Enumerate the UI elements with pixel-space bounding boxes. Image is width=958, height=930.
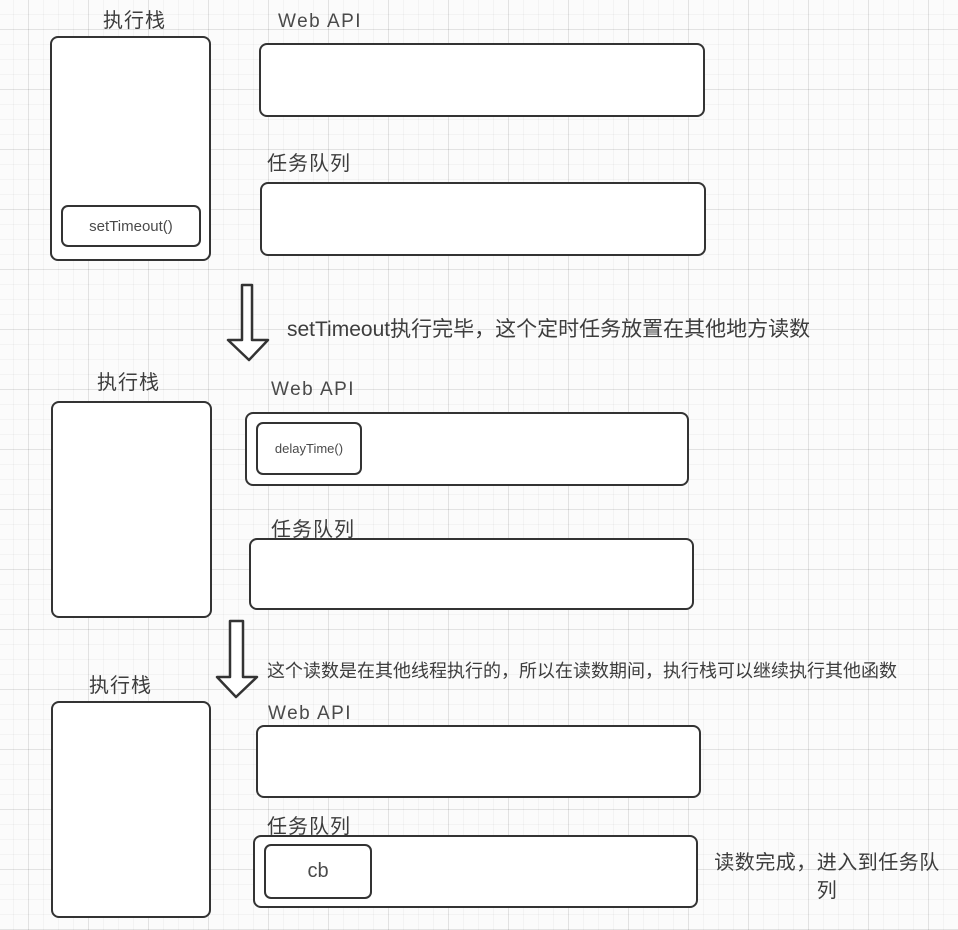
stage3-webapi-box (256, 725, 701, 798)
stage2-stack-label: 执行栈 (97, 372, 160, 394)
stage2-stack-box (51, 401, 212, 618)
stage1-webapi-label: Web API (278, 11, 363, 32)
stage3-queue-label: 任务队列 (267, 816, 351, 838)
stage1-queue-label: 任务队列 (267, 153, 351, 175)
stage2-queue-label: 任务队列 (271, 519, 355, 541)
stage2-queue-box (249, 538, 694, 610)
stage2-webapi-label: Web API (271, 379, 356, 400)
stage1-stack-label: 执行栈 (103, 10, 166, 32)
step2-annotation: 这个读数是在其他线程执行的，所以在读数期间，执行栈可以继续执行其他函数 (267, 661, 897, 681)
stage3-stack-label: 执行栈 (89, 675, 152, 697)
stage2-webapi-item-delaytime: delayTime() (256, 422, 362, 475)
stage3-queue-item-cb: cb (264, 844, 372, 899)
step1-annotation: setTimeout执行完毕，这个定时任务放置在其他地方读数 (287, 318, 811, 341)
stage1-stack-item-settimeout: setTimeout() (61, 205, 201, 247)
stage3-stack-box (51, 701, 211, 918)
stage3-webapi-label: Web API (268, 703, 353, 724)
stage1-webapi-box (259, 43, 705, 117)
down-arrow-icon (215, 619, 259, 699)
queue-done-note: 读数完成，进入到任务队列 (714, 852, 940, 902)
down-arrow-icon (226, 283, 270, 362)
stage1-queue-box (260, 182, 706, 256)
